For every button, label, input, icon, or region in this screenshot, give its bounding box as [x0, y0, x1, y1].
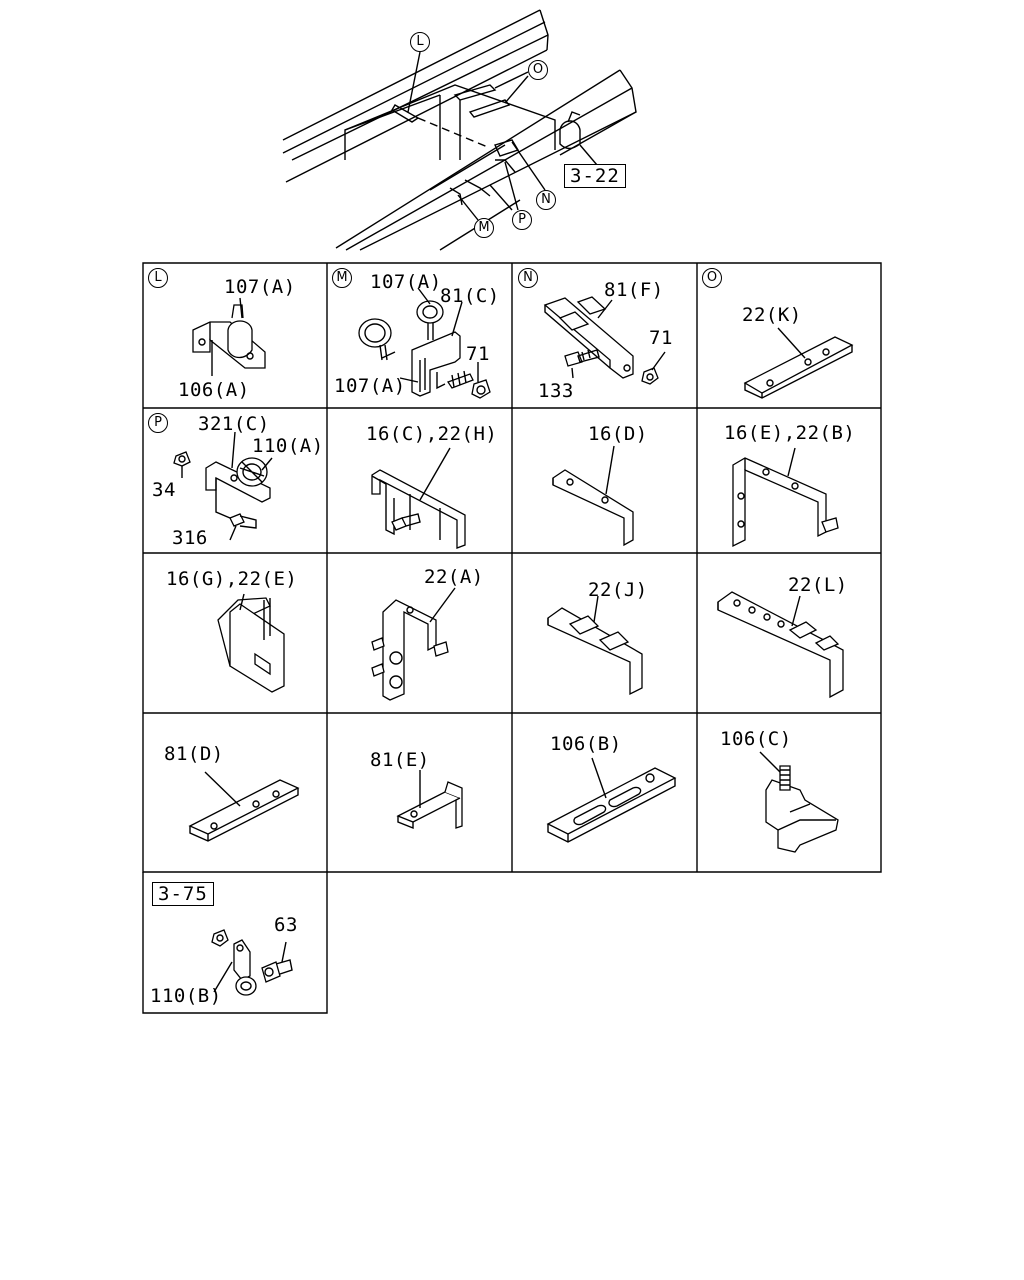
- part-label-16D: 16(D): [588, 423, 648, 445]
- cell-81D-parts: [188, 771, 300, 842]
- cell-81E-parts: [396, 770, 463, 830]
- part-label-81D: 81(D): [164, 743, 224, 765]
- cell-O-letter: O: [702, 268, 722, 288]
- part-label-106A: 106(A): [178, 379, 250, 401]
- part-label-22L: 22(L): [788, 574, 848, 596]
- cell-M-parts: [358, 287, 491, 399]
- part-label-106B: 106(B): [550, 733, 622, 755]
- cell-16C-22H-parts: [371, 447, 466, 549]
- reference-box-3-22[interactable]: 3-22: [564, 164, 626, 188]
- part-label-133: 133: [538, 380, 574, 402]
- part-label-63: 63: [274, 914, 298, 936]
- cell-106C-parts: [759, 751, 839, 853]
- callout-P: P: [512, 210, 532, 230]
- cell-16D-parts: [552, 445, 634, 547]
- cell-N-letter: N: [518, 268, 538, 288]
- part-label-321C: 321(C): [198, 413, 270, 435]
- part-label-16E-22B: 16(E),22(B): [724, 422, 856, 444]
- part-label-107A-lower: 107(A): [334, 375, 406, 397]
- cell-16E-22B-parts: [732, 447, 839, 548]
- cell-22A-parts: [371, 587, 456, 701]
- cell-P-letter: P: [148, 413, 168, 433]
- part-label-22J: 22(J): [588, 579, 648, 601]
- part-label-81F: 81(F): [604, 279, 664, 301]
- part-label-34: 34: [152, 479, 176, 501]
- callout-M: M: [474, 218, 494, 238]
- reference-box-3-75[interactable]: 3-75: [152, 882, 214, 906]
- part-label-110A: 110(A): [252, 435, 324, 457]
- part-label-107A: 107(A): [224, 276, 296, 298]
- parts-grid: [142, 262, 882, 1014]
- cell-16G-22E-parts: [217, 593, 285, 693]
- part-label-81C: 81(C): [440, 285, 500, 307]
- part-label-71: 71: [649, 327, 673, 349]
- cell-3-75-parts: [211, 929, 293, 996]
- cell-22J-parts: [547, 595, 643, 696]
- part-label-16G-22E: 16(G),22(E): [166, 568, 298, 590]
- callout-O: O: [528, 60, 548, 80]
- part-label-71: 71: [466, 343, 490, 365]
- cell-L-letter: L: [148, 268, 168, 288]
- part-label-16C-22H: 16(C),22(H): [366, 423, 498, 445]
- part-label-107A: 107(A): [370, 271, 442, 293]
- cell-22L-parts: [717, 591, 844, 699]
- cell-L-parts: [192, 297, 266, 376]
- cell-O-parts: [743, 327, 854, 399]
- part-label-110B: 110(B): [150, 985, 222, 1007]
- cell-P-parts: [173, 431, 273, 541]
- part-label-106C: 106(C): [720, 728, 792, 750]
- callout-L: L: [410, 32, 430, 52]
- cell-N-parts: [543, 296, 666, 385]
- cell-M-letter: M: [332, 268, 352, 288]
- part-label-316: 316: [172, 527, 208, 549]
- part-label-81E: 81(E): [370, 749, 430, 771]
- chassis-frame-overview: [282, 9, 637, 251]
- part-label-22K: 22(K): [742, 304, 802, 326]
- callout-N: N: [536, 190, 556, 210]
- cell-106B-parts: [546, 757, 677, 843]
- part-label-22A: 22(A): [424, 566, 484, 588]
